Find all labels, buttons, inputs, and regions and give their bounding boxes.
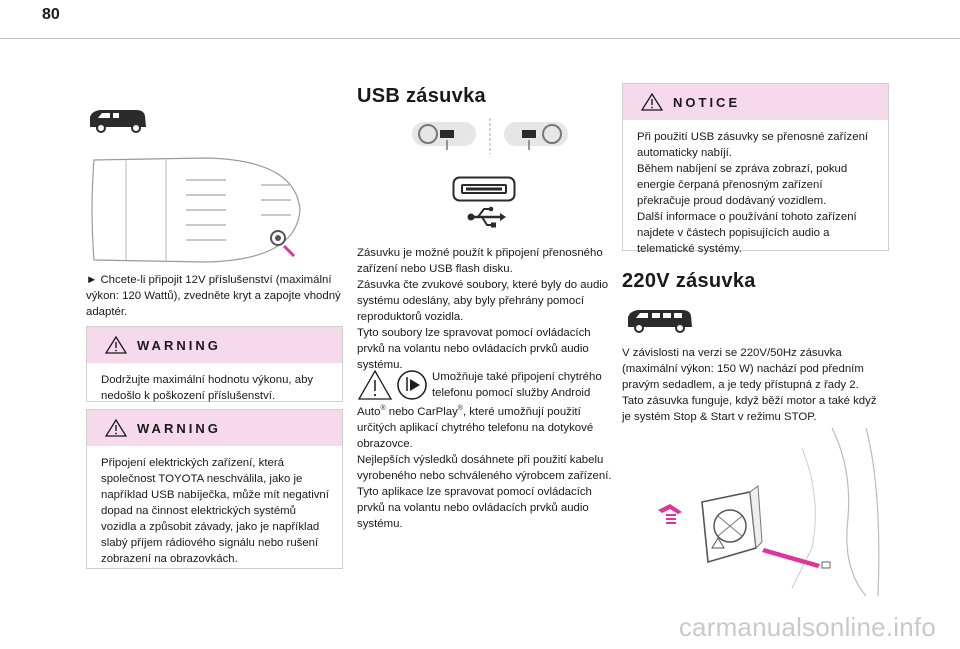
carplay-text: nebo CarPlay [385,405,458,418]
usb-port-icon [452,176,516,202]
smartphone-intro: Umožňuje také připojení chytrého telefon… [432,369,622,401]
warning-triangle-icon [105,336,127,354]
play-circle-icon [397,370,427,400]
220v-heading: 220V zásuvka [622,270,756,292]
usb-para-3: Tyto soubory lze spravovat pomocí ovláda… [357,327,591,371]
220v-socket-illustration [658,428,880,596]
notice-line-2: Během nabíjení se zpráva zobrazí, pokud … [637,163,848,207]
page-number: 80 [42,6,60,23]
usb-para-6: Tyto aplikace lze spravovat pomocí ovlád… [357,485,592,530]
notice-box: NOTICE Při použití USB zásuvky se přenos… [622,83,889,255]
notice-text: Při použití USB zásuvky se přenosné zaří… [623,120,888,267]
warning-text: Dodržujte maximální hodnotu výkonu, aby … [101,374,314,402]
registered-mark: ® [380,405,386,412]
van-icon [628,310,692,333]
usb-para-2: Zásuvka čte zvukové soubory, které byly … [357,279,609,323]
warning-header: WARNING [87,410,342,446]
cargo-floor-illustration [91,157,301,263]
instruction-text: ► Chcete-li připojit 12V příslušenství (… [86,274,341,318]
220v-para-1: V závislosti na verzi se 220V/50Hz zásuv… [622,347,864,391]
usb-para-5: Nejlepších výsledků dosáhnete při použit… [357,453,612,482]
usb-para-4-rest: , které umožňují použití určitých aplika… [357,405,594,450]
warning-triangle-icon [357,369,393,400]
smartphone-line-1: Umožňuje také připojení chytrého [432,371,602,383]
220v-para-2: Tato zásuvka funguje, když běží motor a … [622,395,877,423]
warning-title: WARNING [137,337,221,353]
android-auto-text: Auto [357,405,381,418]
usb-heading: USB zásuvka [357,85,486,107]
warning-triangle-icon [641,93,663,111]
notice-line-3: Další informace o používání tohoto zaříz… [637,211,857,255]
notice-line-1: Při použití USB zásuvky se přenosné zaří… [637,131,869,159]
220v-description: V závislosti na verzi se 220V/50Hz zásuv… [622,345,887,425]
watermark: carmanualsonline.info [678,612,936,642]
smartphone-description: Auto® nebo CarPlay®, které umožňují použ… [357,401,619,532]
warning-text: Připojení elektrických zařízení, která s… [101,457,329,565]
usb-description: Zásuvku je možné použít k připojení přen… [357,245,619,373]
steering-wheel-positions-icon [412,118,568,154]
notice-title: NOTICE [673,94,741,110]
warning-title: WARNING [137,420,221,436]
registered-mark: ® [457,405,463,412]
smartphone-line-2: telefonu pomocí služby Android [432,387,591,399]
van-icon [90,110,146,133]
warning-header: WARNING [87,327,342,363]
top-rule [0,38,960,39]
usb-para-1: Zásuvku je možné použít k připojení přen… [357,247,603,275]
usb-para-4: Auto® nebo CarPlay®, které umožňují použ… [357,401,619,452]
usb-symbol-icon [467,206,506,228]
warning-box-1: WARNING Dodržujte maximální hodnotu výko… [86,326,343,402]
warning-triangle-icon [105,419,127,437]
notice-header: NOTICE [623,84,888,120]
warning-box-2: WARNING Připojení elektrických zařízení,… [86,409,343,569]
